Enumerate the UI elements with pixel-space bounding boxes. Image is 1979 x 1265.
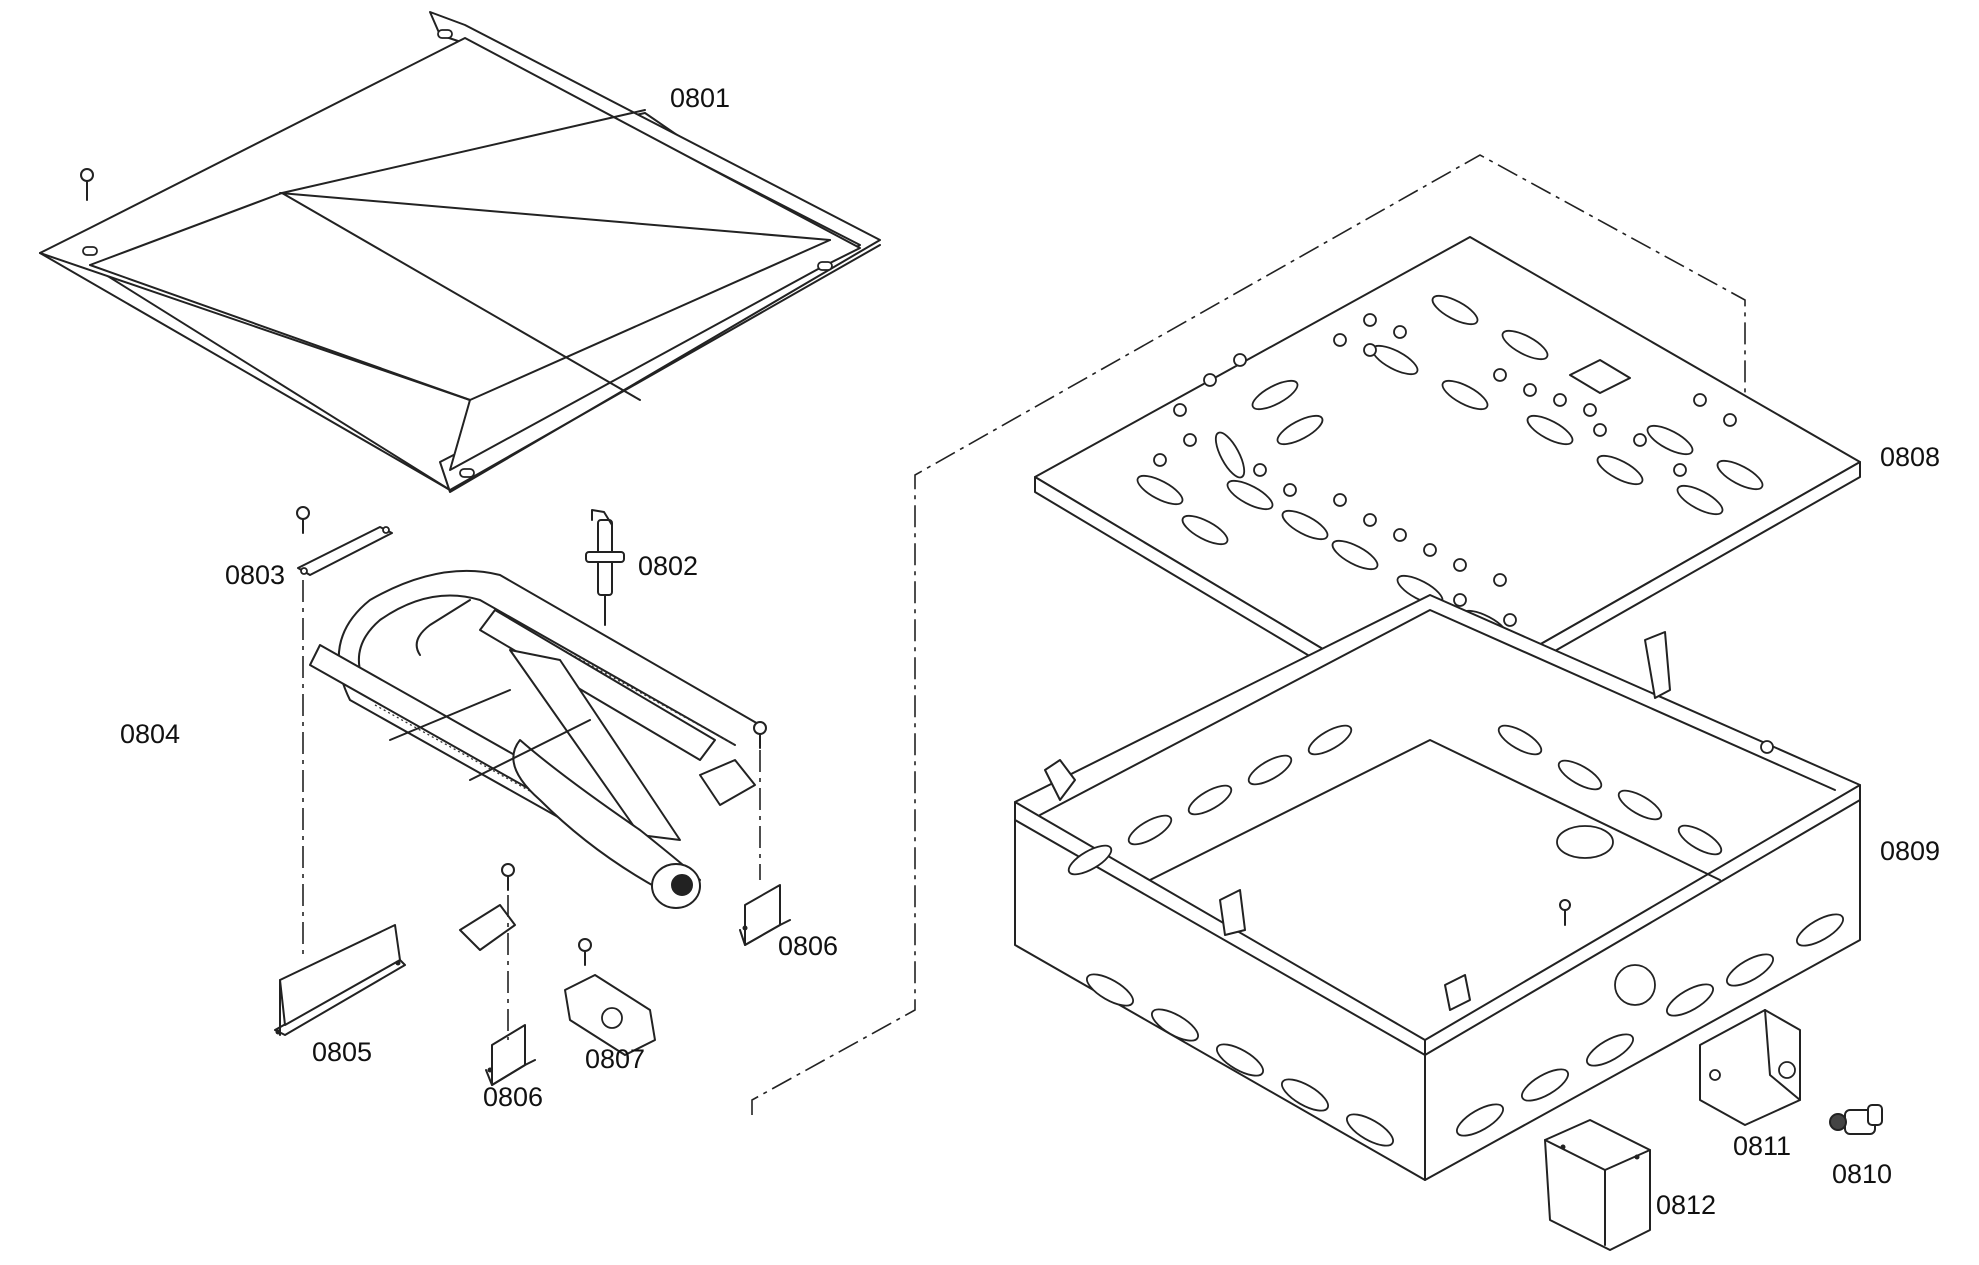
part-0806-clip-b [485, 1024, 536, 1086]
screw-0801 [80, 168, 94, 201]
guide-lines [302, 154, 1746, 1115]
label-0804: 0804 [120, 719, 180, 749]
part-0802-electrode [585, 509, 625, 626]
part-0804-burner [309, 569, 761, 951]
part-0812-cover [1544, 1119, 1651, 1251]
part-0803-strip [296, 506, 393, 576]
label-0808: 0808 [1880, 442, 1940, 472]
screw-0804-left [501, 863, 515, 891]
label-0809: 0809 [1880, 836, 1940, 866]
label-0806-bottom: 0806 [483, 1082, 543, 1112]
label-0805: 0805 [312, 1037, 372, 1067]
firebox-wall-slots [1067, 724, 1844, 1147]
label-0806-right: 0806 [778, 931, 838, 961]
part-0801-heat-shield [39, 11, 881, 493]
screw-0804-right [753, 721, 767, 749]
label-0803: 0803 [225, 560, 285, 590]
label-0811: 0811 [1733, 1131, 1791, 1161]
part-0805-bracket [274, 924, 406, 1036]
part-0810-fitting [1829, 1104, 1883, 1135]
tray-holes [1136, 294, 1764, 661]
part-0809-firebox [1014, 594, 1861, 1181]
label-0807: 0807 [585, 1044, 645, 1074]
part-0806-clip-a [739, 884, 791, 946]
label-0801: 0801 [670, 83, 730, 113]
part-0807-bracket [564, 938, 656, 1056]
label-0802: 0802 [638, 551, 698, 581]
part-0811-bracket [1699, 1009, 1801, 1126]
label-0810: 0810 [1832, 1159, 1892, 1189]
label-0812: 0812 [1656, 1190, 1716, 1220]
